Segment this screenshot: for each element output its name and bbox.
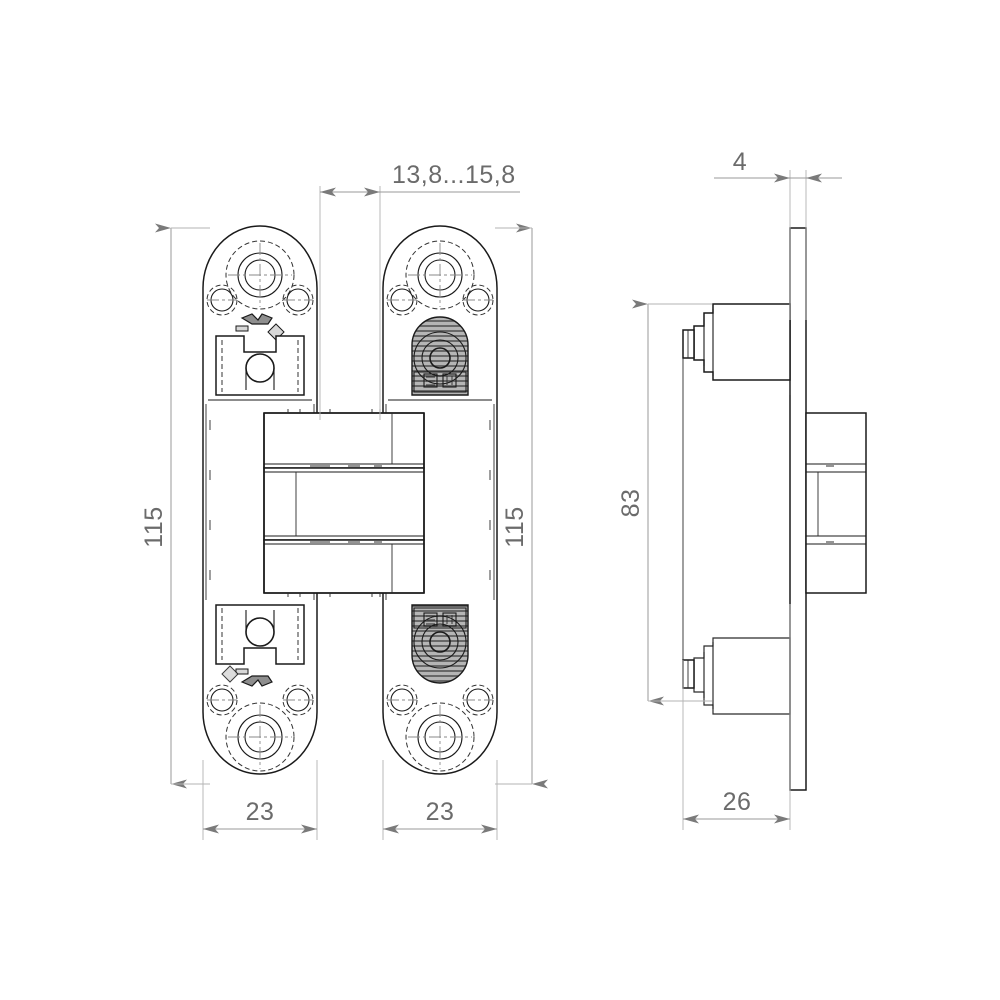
dim-label-body-depth: 26 [723, 788, 752, 816]
front-view [202, 225, 498, 775]
dim-width-right: 23 [382, 760, 498, 840]
dim-label-gap-width: 13,8...15,8 [392, 161, 516, 189]
left-hinge-leaf [202, 225, 318, 775]
dim-label-width-left: 23 [246, 798, 275, 826]
side-body-lower [682, 637, 791, 715]
dim-label-height-right: 115 [501, 506, 529, 547]
side-body-upper [682, 303, 791, 381]
dim-label-width-right: 23 [426, 798, 455, 826]
central-hinge-body [263, 409, 425, 597]
front-view-dimensions: 13,8...15,8 115 115 23 [140, 161, 548, 840]
dim-plate-thickness: 4 [714, 148, 842, 320]
dim-body-depth: 26 [682, 604, 791, 830]
dim-width-left: 23 [202, 760, 318, 840]
dim-gap-width: 13,8...15,8 [319, 161, 520, 420]
side-view-dimensions: 4 83 26 [617, 148, 842, 830]
dim-height-right: 115 [495, 223, 548, 789]
right-hinge-leaf [382, 225, 498, 775]
side-central-block [805, 412, 867, 594]
side-view [682, 227, 867, 791]
dim-height-left: 115 [140, 223, 210, 789]
dim-body-height: 83 [617, 299, 712, 706]
cover-plate [789, 227, 807, 791]
dim-label-body-height: 83 [617, 489, 645, 518]
dim-label-height-left: 115 [140, 506, 168, 547]
dim-label-plate-thickness: 4 [733, 148, 747, 176]
